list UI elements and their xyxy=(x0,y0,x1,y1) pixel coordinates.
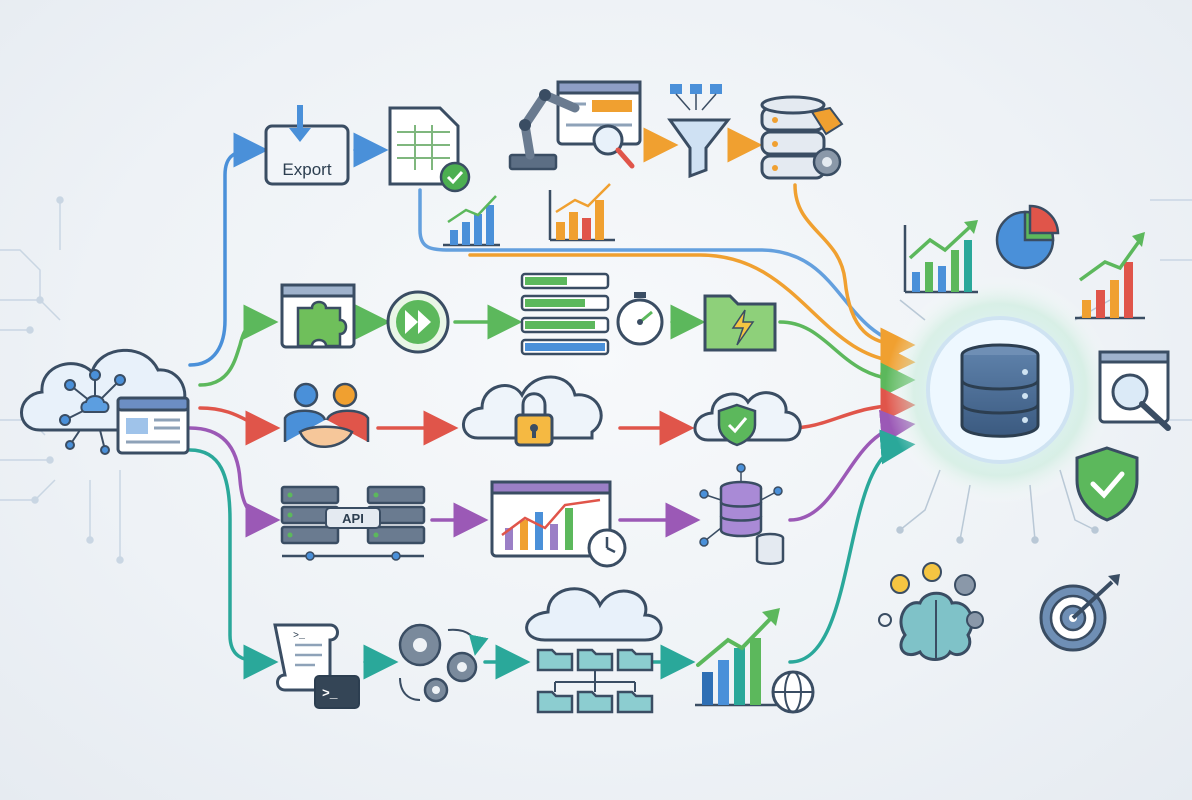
cloud-folders-icon xyxy=(525,587,663,714)
growth-globe-icon xyxy=(695,608,815,714)
filter-funnel-icon xyxy=(667,84,732,179)
export-label: Export xyxy=(282,160,331,179)
puzzle-plugin-icon xyxy=(280,283,356,349)
svg-text:>_: >_ xyxy=(293,631,306,642)
bar-chart-icon xyxy=(548,183,615,242)
fast-forward-icon[interactable] xyxy=(386,290,450,354)
orange-flow xyxy=(468,127,916,379)
search-window-icon xyxy=(1098,350,1171,431)
progress-bars-icon xyxy=(520,272,610,356)
handshake-icon xyxy=(283,382,370,448)
source-cloud xyxy=(20,348,190,455)
svg-text:>_: >_ xyxy=(322,686,338,701)
cloud-lock-icon xyxy=(462,375,603,447)
teal-flow xyxy=(188,429,916,680)
database-network-icon xyxy=(699,463,785,565)
script-terminal-icon: >_ >_ xyxy=(273,623,360,709)
central-database xyxy=(885,275,1115,544)
green-flow xyxy=(198,304,916,398)
circuit-traces xyxy=(0,196,1192,564)
browser-window-icon xyxy=(116,396,190,455)
api-servers-icon: API xyxy=(280,485,426,561)
growth-bar-chart-icon xyxy=(1075,232,1145,320)
robotic-arm-icon xyxy=(508,80,642,171)
stopwatch-icon xyxy=(616,292,664,346)
folder-lightning-icon xyxy=(703,294,777,352)
gears-icon xyxy=(398,623,489,703)
api-label: API xyxy=(342,511,364,526)
blue-flow xyxy=(188,132,907,367)
spreadsheet-check-icon xyxy=(388,106,471,193)
shield-check-icon xyxy=(1075,446,1139,522)
export-button[interactable]: Export xyxy=(264,105,350,186)
database-icon xyxy=(960,343,1040,438)
bar-chart-icon xyxy=(443,195,500,247)
target-icon xyxy=(1039,574,1120,652)
dashboard-clock-icon xyxy=(490,480,627,568)
database-tag-icon xyxy=(760,95,844,180)
brain-ideas-icon xyxy=(878,562,984,661)
red-flow xyxy=(198,387,916,446)
cloud-shield-icon xyxy=(693,391,802,447)
line-chart-icon xyxy=(903,220,978,294)
pie-chart-icon xyxy=(995,204,1060,270)
